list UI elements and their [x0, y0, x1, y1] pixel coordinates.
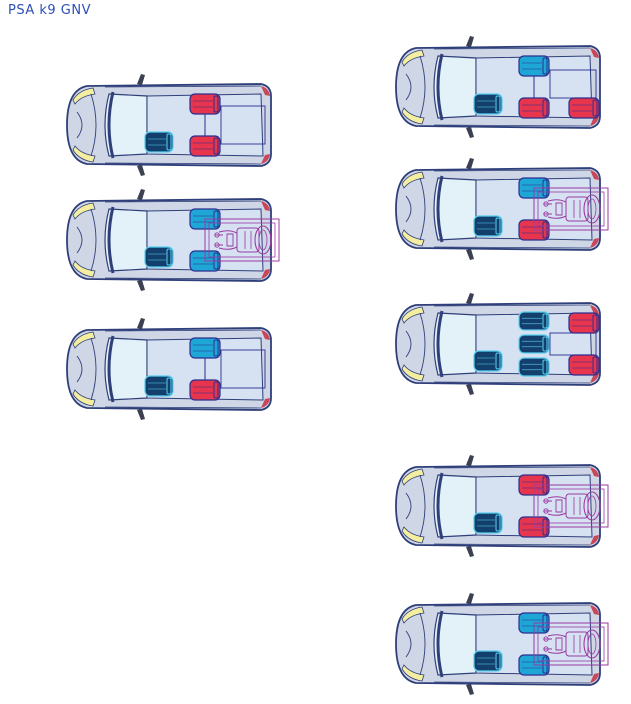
headlight-icon	[401, 364, 425, 382]
car-layout-right-5	[395, 593, 609, 695]
headlight-icon	[401, 171, 425, 189]
car-layout-right-4	[395, 455, 609, 557]
row2-seat	[518, 55, 550, 77]
driver-seat	[144, 131, 174, 153]
driver-seat	[144, 246, 174, 268]
headlight-icon	[72, 389, 96, 407]
windshield	[104, 93, 148, 157]
mirror-icon	[466, 127, 474, 138]
taillight-icon	[261, 398, 270, 408]
headlight-icon	[401, 107, 425, 125]
page-title: PSA k9 GNV	[8, 3, 91, 18]
mirror-icon	[466, 684, 474, 695]
wheelchair-icon	[204, 218, 280, 262]
mirror-icon	[137, 189, 145, 200]
driver-seat	[144, 375, 174, 397]
driver-seat	[473, 512, 503, 534]
row2-seat	[189, 93, 221, 115]
row3-seat	[568, 97, 600, 119]
taillight-icon	[261, 269, 270, 279]
taillight-icon	[590, 48, 599, 58]
taillight-icon	[261, 201, 270, 211]
mirror-icon	[137, 165, 145, 176]
mirror-icon	[466, 384, 474, 395]
wheelchair-icon	[533, 484, 609, 528]
car-layout-left-1	[66, 74, 272, 176]
mirror-icon	[466, 455, 474, 466]
row2-seat	[518, 97, 550, 119]
mirror-icon	[466, 293, 474, 304]
windshield	[433, 55, 477, 119]
mirror-icon	[137, 318, 145, 329]
cargo-area	[220, 349, 266, 389]
taillight-icon	[590, 605, 599, 615]
headlight-icon	[401, 606, 425, 624]
headlight-icon	[401, 468, 425, 486]
mirror-icon	[137, 280, 145, 291]
taillight-icon	[590, 305, 599, 315]
headlight-icon	[401, 49, 425, 67]
row2-seat	[189, 337, 221, 359]
driver-seat	[473, 215, 503, 237]
windshield	[433, 177, 477, 241]
mirror-icon	[137, 74, 145, 85]
headlight-icon	[72, 145, 96, 163]
headlight-icon	[72, 202, 96, 220]
taillight-icon	[590, 673, 599, 683]
windshield	[433, 612, 477, 676]
wheelchair-icon	[533, 187, 609, 231]
cargo-area	[220, 105, 266, 145]
taillight-icon	[261, 86, 270, 96]
driver-seat	[473, 350, 503, 372]
taillight-icon	[590, 116, 599, 126]
driver-seat	[473, 650, 503, 672]
mirror-icon	[466, 158, 474, 169]
row2-seat	[518, 357, 550, 377]
taillight-icon	[590, 467, 599, 477]
windshield	[433, 474, 477, 538]
row2-seat	[189, 379, 221, 401]
windshield	[433, 312, 477, 376]
mirror-icon	[466, 593, 474, 604]
mirror-icon	[466, 36, 474, 47]
row2-seat	[189, 135, 221, 157]
headlight-icon	[72, 87, 96, 105]
headlight-icon	[401, 664, 425, 682]
car-layout-right-1	[395, 36, 601, 138]
row2-seat	[518, 311, 550, 331]
wheelchair-icon	[533, 622, 609, 666]
car-layout-right-3	[395, 293, 601, 395]
taillight-icon	[590, 535, 599, 545]
headlight-icon	[401, 526, 425, 544]
mirror-icon	[466, 546, 474, 557]
mirror-icon	[137, 409, 145, 420]
headlight-icon	[401, 229, 425, 247]
mirror-icon	[466, 249, 474, 260]
row3-seat	[568, 312, 600, 334]
row2-seat	[518, 334, 550, 354]
headlight-icon	[401, 306, 425, 324]
row3-seat	[568, 354, 600, 376]
headlight-icon	[72, 260, 96, 278]
taillight-icon	[261, 330, 270, 340]
windshield	[104, 208, 148, 272]
windshield	[104, 337, 148, 401]
car-layout-left-2	[66, 189, 280, 291]
taillight-icon	[261, 154, 270, 164]
taillight-icon	[590, 170, 599, 180]
driver-seat	[473, 93, 503, 115]
headlight-icon	[72, 331, 96, 349]
taillight-icon	[590, 238, 599, 248]
car-layout-left-3	[66, 318, 272, 420]
taillight-icon	[590, 373, 599, 383]
car-layout-right-2	[395, 158, 609, 260]
